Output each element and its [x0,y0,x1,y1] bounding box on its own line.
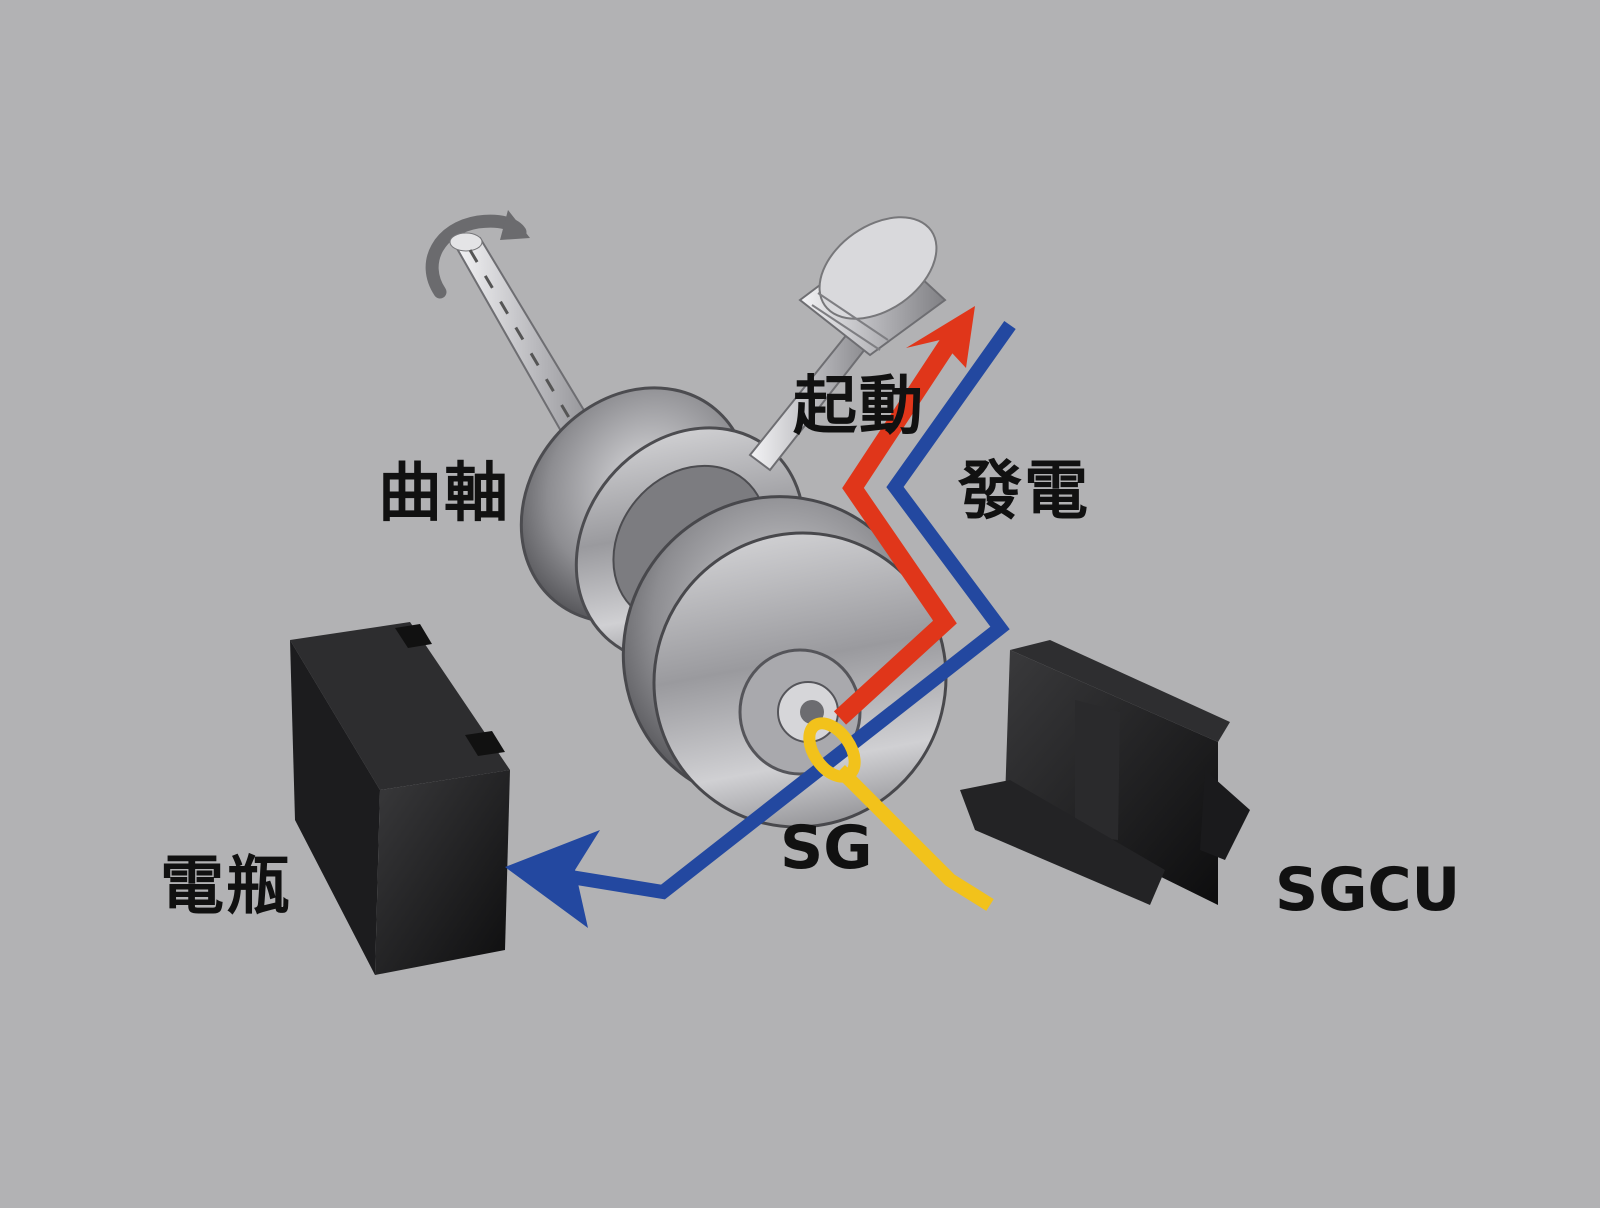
piston-icon [748,216,947,472]
battery-label: 電瓶 [160,850,292,924]
charge-arrowhead-icon [505,830,600,928]
start-path-arrow [833,325,965,725]
start-arrowhead-icon [906,306,975,368]
sg-generator-icon [621,495,948,829]
battery-icon [290,622,510,975]
rotation-arrow-icon [425,210,530,299]
sg-label: SG [780,813,873,883]
control-path-arrow [803,717,994,911]
sgcu-controller-icon [960,640,1250,905]
crankshaft-label: 曲軸 [378,457,510,531]
start-label: 起動 [793,370,925,444]
generate-label: 發電 [958,455,1090,529]
sgcu-label: SGCU [1275,855,1461,925]
charge-path-arrow [538,320,1016,900]
